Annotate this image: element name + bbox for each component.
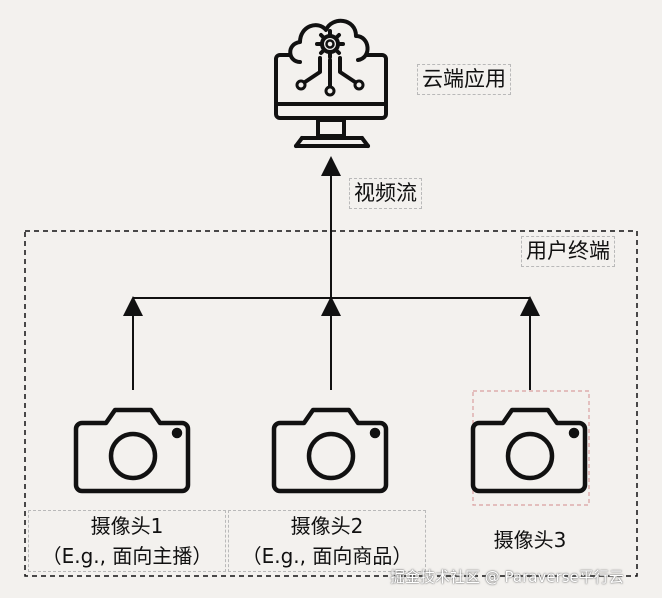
camera-1-note: （E.g., 面向主播） [41,544,213,568]
user-terminal-label: 用户终端 [521,236,615,268]
camera-icon [271,407,389,494]
watermark-text: 掘金技术社区 @ Paraverse平行云 [390,568,624,586]
camera-3-caption: 摄像头3 [470,525,590,555]
camera-3-name: 摄像头3 [493,528,567,552]
cloud-app-label: 云端应用 [417,64,511,96]
camera-1-name: 摄像头1 [90,514,164,538]
camera-1-caption: 摄像头1 （E.g., 面向主播） [28,510,226,572]
camera-icon [470,407,588,494]
cloud-monitor-icon [274,19,388,148]
camera-2-caption: 摄像头2 （E.g., 面向商品） [228,510,426,572]
camera-icon [73,407,191,494]
camera-2-note: （E.g., 面向商品） [241,544,413,568]
camera-2-name: 摄像头2 [290,514,364,538]
stream-label: 视频流 [349,178,422,210]
